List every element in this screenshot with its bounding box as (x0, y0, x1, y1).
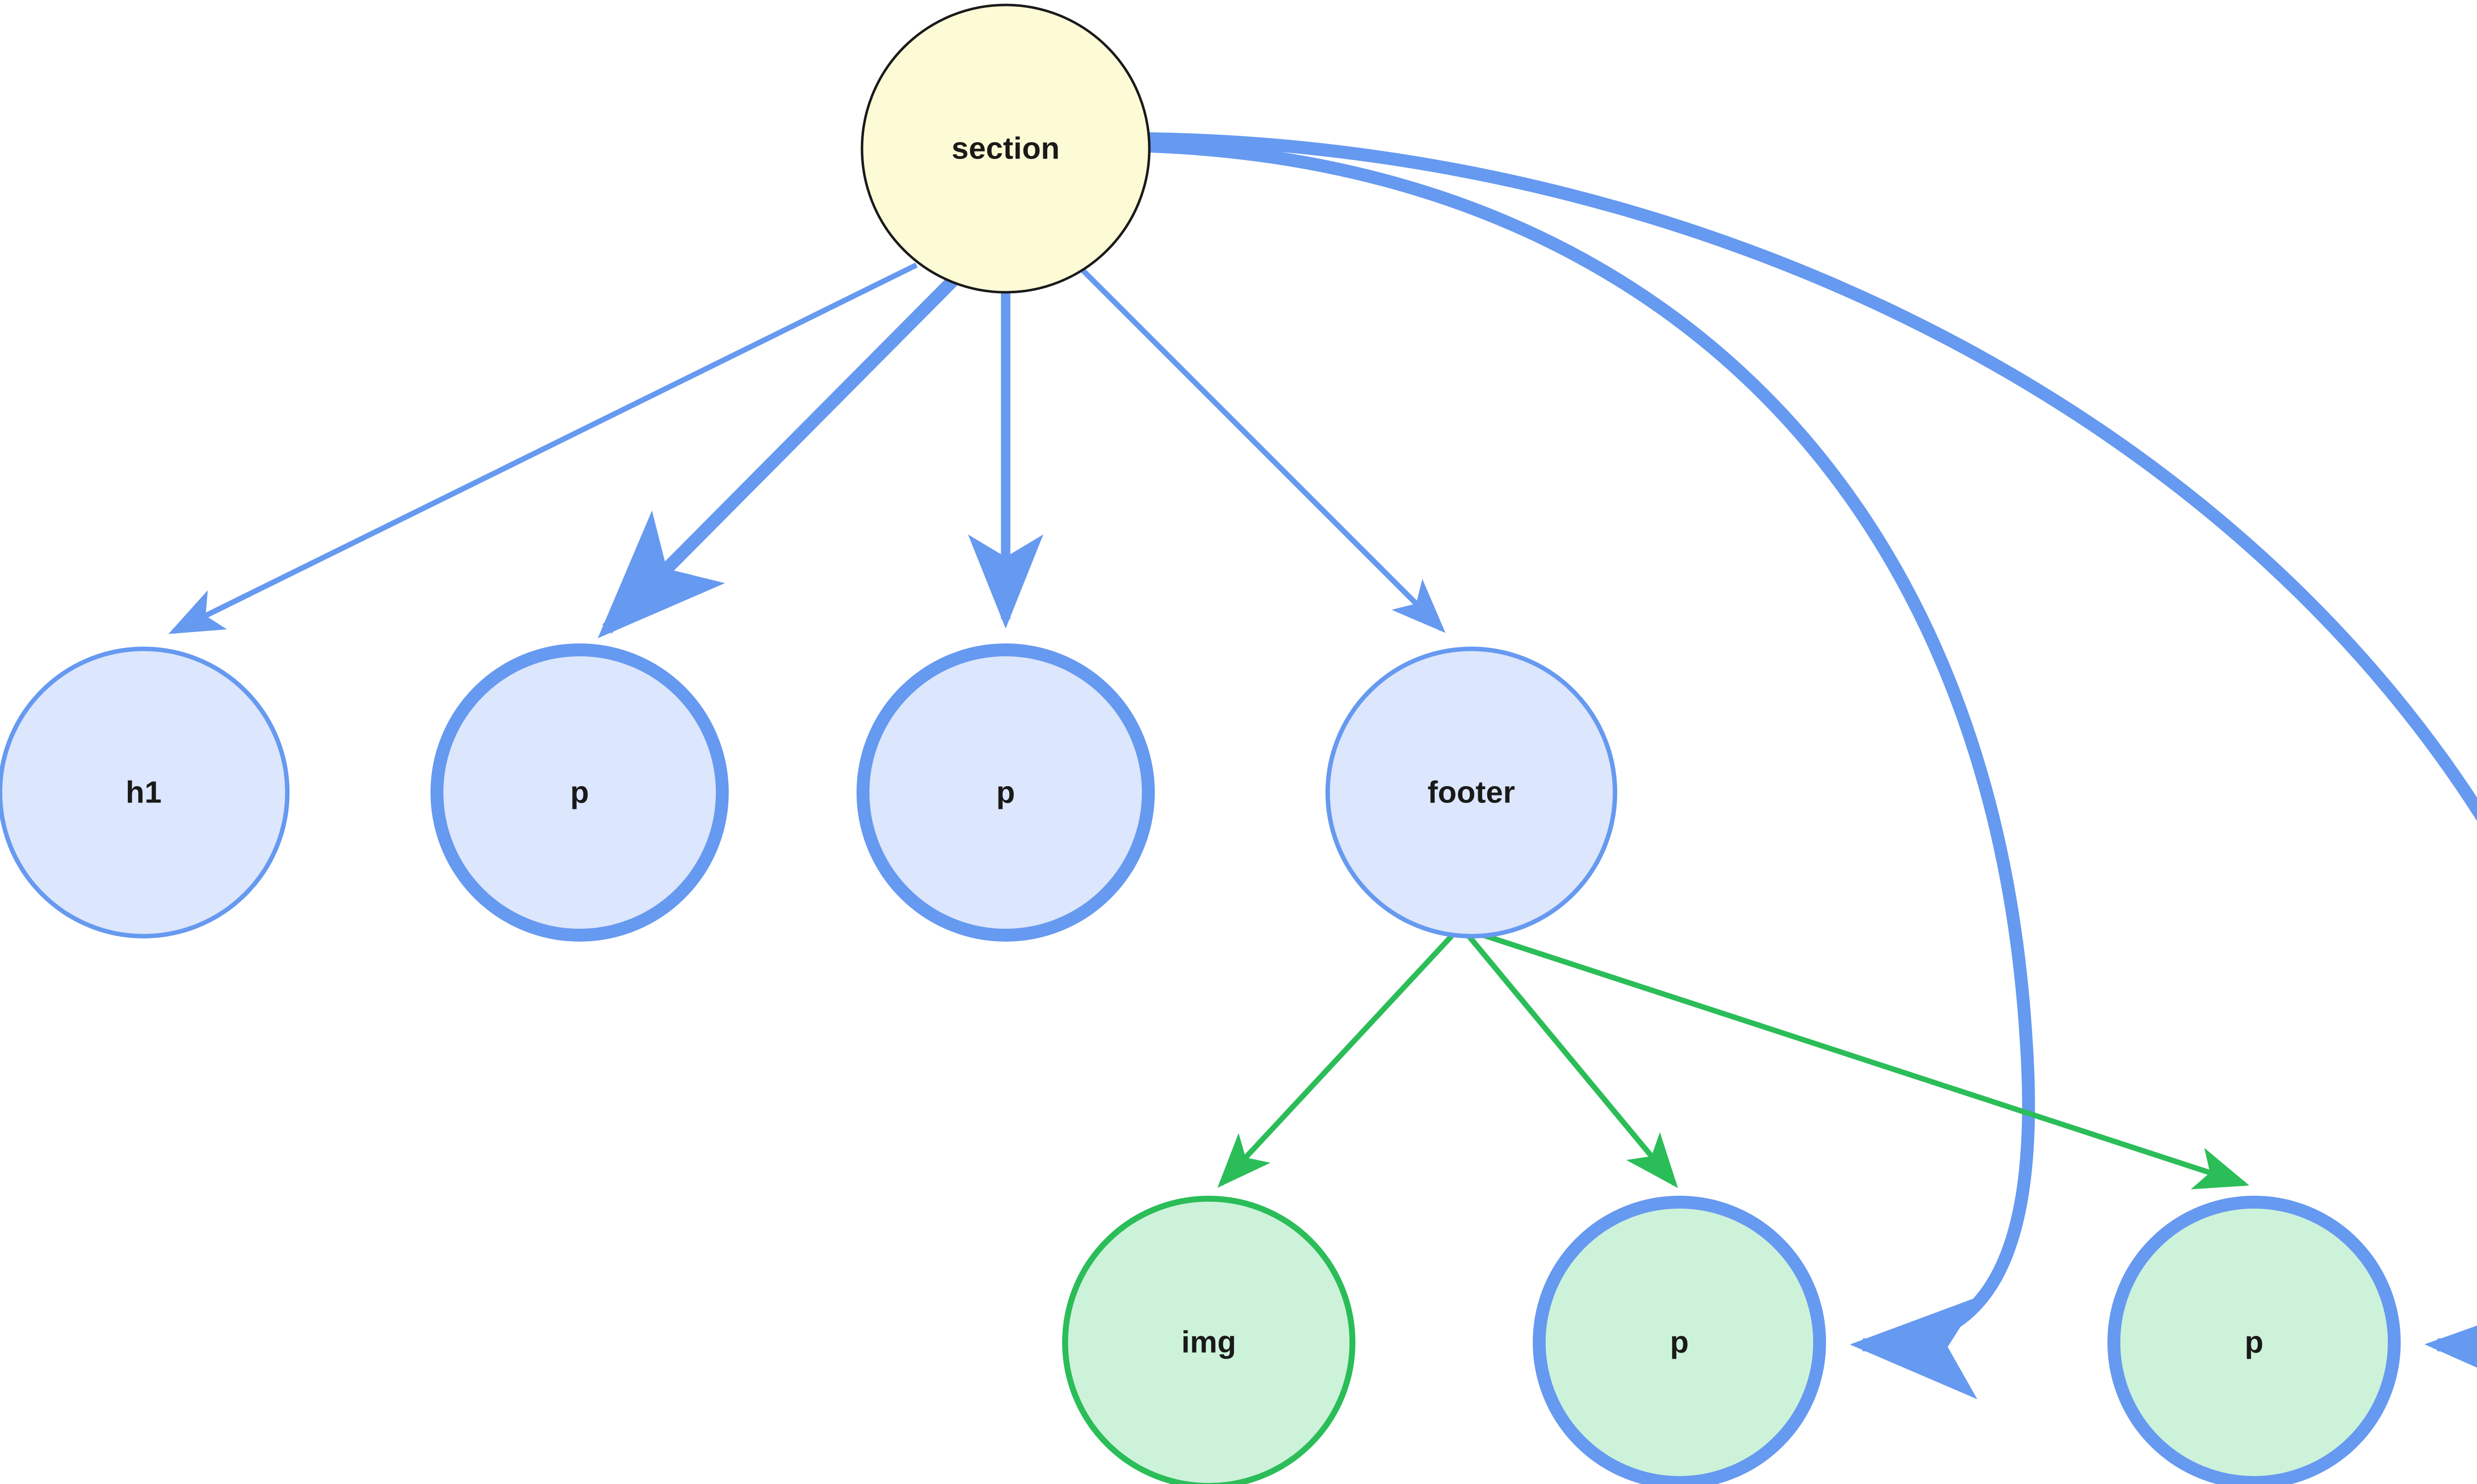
edge-footer-p3 (1466, 934, 1678, 1188)
node-layer (0, 3, 2401, 1484)
node-section[interactable] (861, 3, 1151, 294)
edge-section-p3 (1149, 140, 2035, 1399)
node-footer[interactable] (1325, 646, 1617, 939)
edge-layer (168, 132, 2477, 1401)
node-p-3[interactable] (1533, 1196, 1826, 1484)
edge-footer-p4 (1478, 931, 2250, 1190)
node-img[interactable] (1062, 1196, 1355, 1484)
node-p-1[interactable] (431, 643, 729, 942)
edge-section-h1 (168, 263, 918, 634)
edge-section-p1 (597, 272, 961, 638)
edge-footer-img (1217, 934, 1454, 1188)
node-p-2[interactable] (857, 643, 1155, 942)
edge-section-footer (1080, 268, 1446, 633)
edge-section-p4 (1149, 132, 2477, 1401)
node-h1[interactable] (0, 646, 290, 939)
node-p-4[interactable] (2107, 1196, 2401, 1484)
